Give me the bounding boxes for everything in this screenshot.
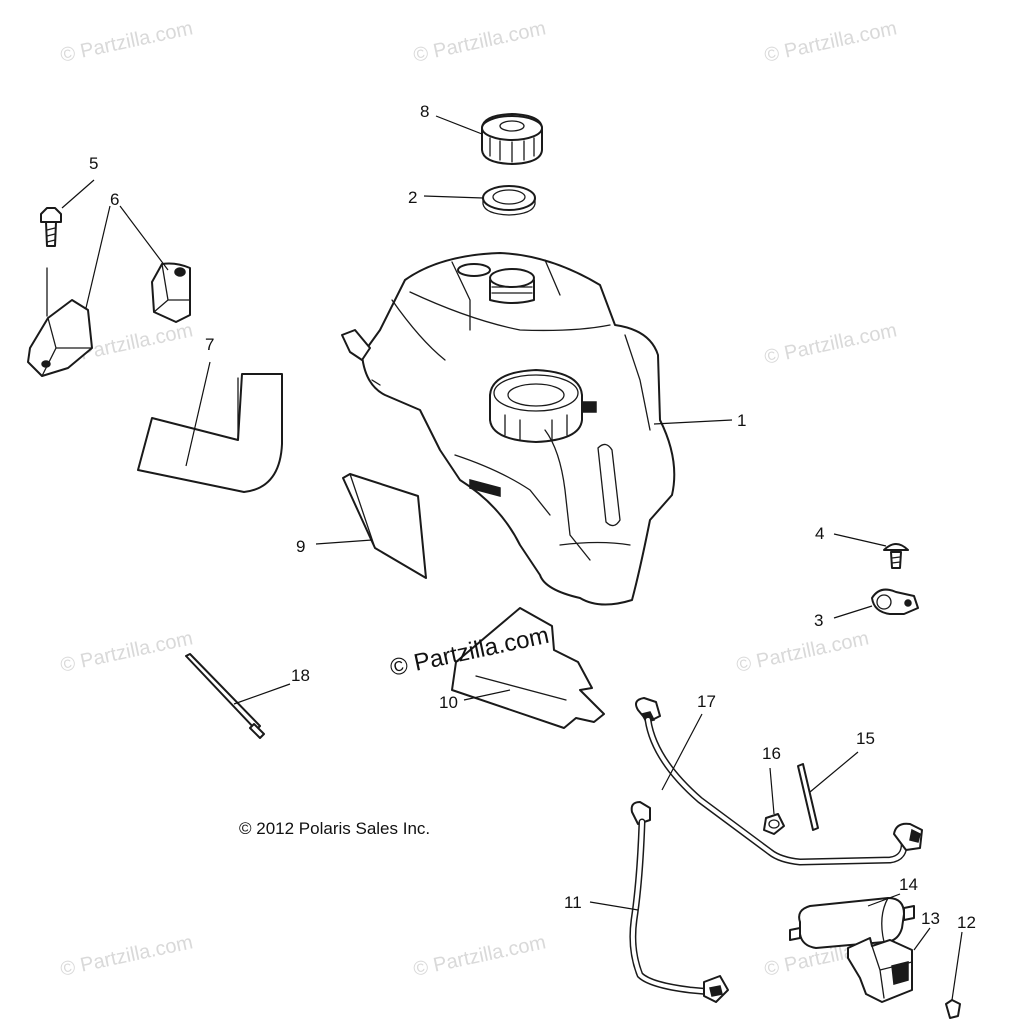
rod — [185, 653, 265, 739]
leader-lines — [61, 115, 963, 1001]
copyright-notice: © 2012 Polaris Sales Inc. — [239, 819, 430, 838]
callout-8: 8 — [420, 102, 429, 121]
fuel-filter — [789, 897, 915, 949]
fuel-cap — [481, 113, 543, 165]
callout-6: 6 — [110, 190, 119, 209]
callout-7: 7 — [205, 335, 214, 354]
tank-pad-flat — [342, 473, 427, 579]
callout-18: 18 — [291, 666, 310, 685]
heat-shield — [451, 607, 605, 729]
vent-rod — [797, 763, 819, 831]
mount-bolt — [40, 207, 62, 247]
callout-2: 2 — [408, 188, 417, 207]
fuel-tank — [341, 252, 676, 606]
push-rivet — [883, 543, 909, 569]
watermark: © Partzilla.com — [411, 17, 547, 67]
grommet — [763, 813, 785, 835]
tank-bracket-left — [27, 299, 93, 377]
watermark-layer: © Partzilla.com © Partzilla.com © Partzi… — [58, 17, 898, 981]
fuel-line-upper — [635, 697, 923, 866]
callout-labels: 8 2 1 4 3 5 6 7 9 10 18 17 16 15 11 14 1… — [89, 102, 976, 932]
callout-12: 12 — [957, 913, 976, 932]
callout-14: 14 — [899, 875, 918, 894]
callout-9: 9 — [296, 537, 305, 556]
callout-16: 16 — [762, 744, 781, 763]
callout-5: 5 — [89, 154, 98, 173]
tank-bracket-right — [151, 262, 191, 323]
tank-pad-angled — [137, 373, 283, 493]
watermark: © Partzilla.com — [58, 627, 194, 677]
watermark: © Partzilla.com — [762, 17, 898, 67]
callout-17: 17 — [697, 692, 716, 711]
filter-bracket — [847, 937, 913, 1003]
callout-15: 15 — [856, 729, 875, 748]
callout-10: 10 — [439, 693, 458, 712]
callout-4: 4 — [815, 524, 824, 543]
watermark: © Partzilla.com — [411, 931, 547, 981]
watermark: © Partzilla.com — [58, 17, 194, 67]
callout-13: 13 — [921, 909, 940, 928]
bracket-screw — [945, 999, 961, 1019]
cap-gasket — [482, 185, 536, 216]
fuel-line-lower — [629, 801, 729, 1003]
hose-clamp-p — [871, 588, 919, 615]
watermark: © Partzilla.com — [58, 931, 194, 981]
callout-1: 1 — [737, 411, 746, 430]
callout-11: 11 — [564, 893, 582, 912]
watermark: © Partzilla.com — [734, 627, 870, 677]
watermark: © Partzilla.com — [762, 319, 898, 369]
callout-3: 3 — [814, 611, 823, 630]
